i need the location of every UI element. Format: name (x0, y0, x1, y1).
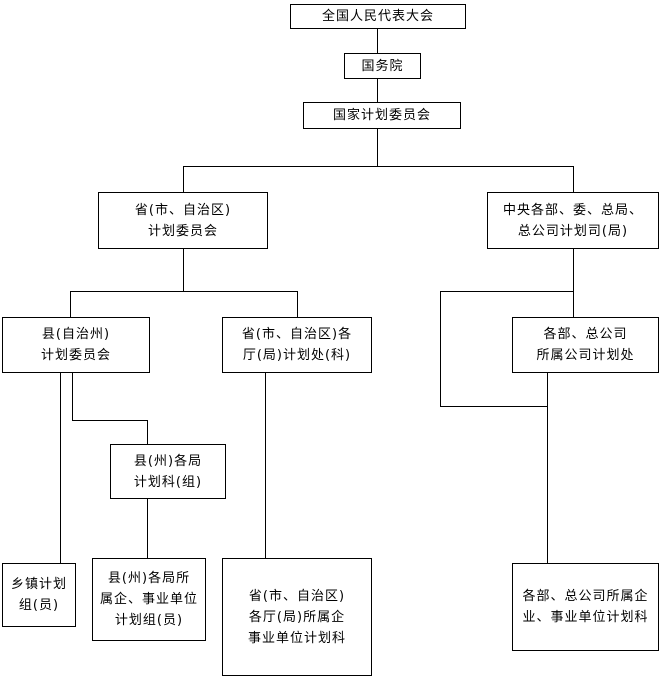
connector-countybureau-enterprise (147, 499, 148, 558)
connector-county-branch-drop (72, 373, 73, 420)
node-label: 县(州)各局所 (107, 571, 191, 586)
node-central-ministries-planning: 中央各部、委、总局、 总公司计划司(局) (487, 192, 659, 249)
node-label: 属企、事业单位 (99, 592, 198, 607)
connector-npc-statecouncil (377, 29, 378, 53)
connector-bus-provdept (297, 291, 298, 317)
node-label: 国家计划委员会 (332, 108, 431, 123)
node-label: 各厅(局)所属企 (248, 609, 346, 625)
node-label: 计划科(组) (133, 474, 203, 490)
node-label: 省(市、自治区)各 (241, 327, 353, 342)
node-label: 省(市、自治区) (248, 588, 346, 604)
node-label: 组(员) (18, 598, 60, 613)
node-county-planning-committee: 县(自治州) 计划委员会 (2, 317, 150, 373)
node-label: 县(州)各局 (133, 453, 203, 469)
node-label: 县(自治州) (41, 327, 111, 342)
node-label: 乡镇计划 (10, 577, 67, 592)
connector-bus-central (573, 166, 574, 192)
node-county-bureau-planning-section: 县(州)各局 计划科(组) (110, 444, 226, 499)
connector-provincial-bus (70, 291, 297, 292)
node-label: 中央各部、委、总局、 (502, 202, 643, 218)
node-state-planning-commission: 国家计划委员会 (303, 102, 461, 129)
node-label: 省(市、自治区) (134, 202, 232, 218)
connector-bus-county (70, 291, 71, 317)
connector-provincial-trunk (183, 249, 184, 291)
connector-provdept-enterprise (265, 373, 266, 558)
connector-central-bypass-top (440, 291, 573, 292)
node-label: 各部、总公司所属企 (522, 589, 649, 604)
node-label: 计划组(员) (114, 613, 184, 628)
node-county-enterprise-planning-group: 县(州)各局所 属企、事业单位 计划组(员) (92, 558, 206, 641)
connector-bus-provincial (183, 166, 184, 192)
node-label: 业、事业单位计划科 (522, 610, 649, 625)
node-label: 国务院 (361, 58, 404, 74)
connector-statecouncil-planning (377, 79, 378, 102)
connector-branch-countybureau (147, 420, 148, 444)
node-label: 计划委员会 (147, 223, 218, 239)
node-label: 事业单位计划科 (247, 630, 346, 646)
connector-central-bypass-join (440, 406, 547, 407)
node-ministry-enterprise-planning-section: 各部、总公司所属企 业、事业单位计划科 (512, 563, 659, 651)
node-provincial-enterprise-planning-section: 省(市、自治区) 各厅(局)所属企 事业单位计划科 (222, 558, 372, 676)
connector-planning-trunk (377, 129, 378, 166)
node-label: 各部、总公司 (543, 327, 628, 342)
node-label: 总公司计划司(局) (517, 223, 629, 239)
node-state-council: 国务院 (344, 53, 421, 79)
connector-ministrycompany-enterprise (547, 373, 548, 563)
node-label: 厅(局)计划处(科) (242, 348, 352, 363)
connector-level2-bus (183, 166, 573, 167)
connector-central-bypass-drop (440, 291, 441, 406)
node-label: 全国人民代表大会 (321, 9, 434, 24)
connector-county-branch-elbow (72, 420, 147, 421)
connector-county-township (60, 373, 61, 563)
node-township-planning-group: 乡镇计划 组(员) (2, 563, 76, 627)
node-provincial-dept-planning-office: 省(市、自治区)各 厅(局)计划处(科) (222, 317, 372, 373)
node-label: 计划委员会 (40, 348, 111, 363)
node-national-peoples-congress: 全国人民代表大会 (290, 4, 466, 29)
node-provincial-planning-committee: 省(市、自治区) 计划委员会 (98, 192, 268, 249)
node-ministry-company-planning-office: 各部、总公司 所属公司计划处 (512, 317, 659, 373)
connector-central-ministrycompany (573, 249, 574, 317)
node-label: 所属公司计划处 (536, 348, 635, 363)
